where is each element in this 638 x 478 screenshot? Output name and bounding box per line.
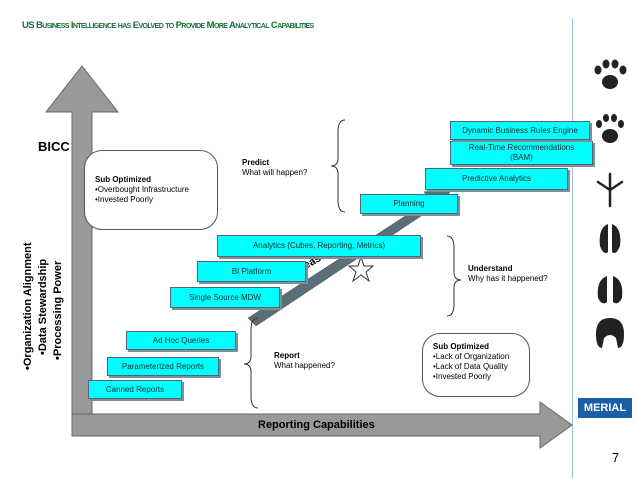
sub-optimized-top-title: Sub Optimized — [95, 175, 151, 184]
animal-icons — [594, 59, 627, 348]
box-realtime-recommendations: Real-Time Recommendations (BAM) — [450, 141, 593, 165]
horizontal-axis-arrow — [71, 401, 573, 449]
bird-foot-icon — [596, 172, 624, 208]
sub-optimized-bottom-item: •Lack of Data Quality — [433, 362, 508, 371]
logo-text: MERIAL — [583, 402, 627, 414]
divider-line — [572, 18, 573, 478]
horse-hoof-icon — [596, 318, 624, 348]
understand-title: Understand — [468, 264, 513, 273]
box-canned-reports: Canned Reports — [88, 380, 182, 399]
star-icon — [347, 255, 375, 283]
page-title: US Business Intelligence has Evolved to … — [22, 20, 314, 31]
box-dynamic-rules-engine: Dynamic Business Rules Engine — [450, 121, 590, 140]
brace-report — [243, 317, 259, 409]
axis-label-stewardship: •Data Stewardship — [37, 258, 49, 355]
sub-optimized-bottom-bubble: Sub Optimized •Lack of Organization •Lac… — [422, 333, 530, 397]
hoof-pig-icon — [597, 276, 623, 304]
predict-desc: What will happen? — [242, 168, 308, 177]
report-title: Report — [274, 351, 300, 360]
sub-optimized-bottom-item: •Invested Poorly — [433, 372, 491, 381]
box-predictive-analytics: Predictive Analytics — [425, 168, 568, 190]
box-single-source-mdw: Single Source MDW — [170, 287, 280, 308]
understand-desc: Why has it happened? — [468, 274, 548, 283]
hoof-cattle-icon — [599, 224, 621, 254]
x-axis-label: Reporting Capabilities — [258, 419, 375, 431]
vertical-axis-labels: •Organization Alignment •Data Stewardshi… — [20, 210, 75, 371]
axis-label-organization: •Organization Alignment — [22, 242, 34, 371]
brace-understand — [446, 235, 462, 317]
box-planning: Planning — [360, 194, 458, 214]
merial-logo: MERIAL — [578, 398, 632, 418]
box-analytics: Analytics (Cubes, Reporting, Metrics) — [217, 235, 421, 257]
logo-swoosh-icon — [578, 393, 632, 406]
axis-label-processing: •Processing Power — [52, 260, 64, 360]
bicc-label: BICC — [38, 139, 70, 154]
box-bi-platform: BI Platform — [197, 261, 306, 282]
brace-predict — [330, 119, 346, 213]
sub-optimized-top-item: •Overbought Infrastructure — [95, 185, 189, 194]
sub-optimized-bottom-title: Sub Optimized — [433, 342, 489, 351]
sub-optimized-top-item: •Invested Poorly — [95, 195, 153, 204]
sub-optimized-bottom-item: •Lack of Organization — [433, 352, 510, 361]
page-number: 7 — [612, 450, 620, 465]
sub-optimized-top-bubble: Sub Optimized •Overbought Infrastructure… — [84, 150, 218, 230]
box-parameterized-reports: Parameterized Reports — [107, 357, 219, 376]
cat-paw-icon — [596, 114, 624, 143]
predict-title: Predict — [242, 158, 270, 167]
report-desc: What happened? — [274, 361, 335, 370]
box-ad-hoc-queries: Ad Hoc Queries — [126, 331, 236, 350]
dog-paw-icon — [594, 59, 627, 89]
vertical-axis-arrow — [44, 65, 120, 421]
